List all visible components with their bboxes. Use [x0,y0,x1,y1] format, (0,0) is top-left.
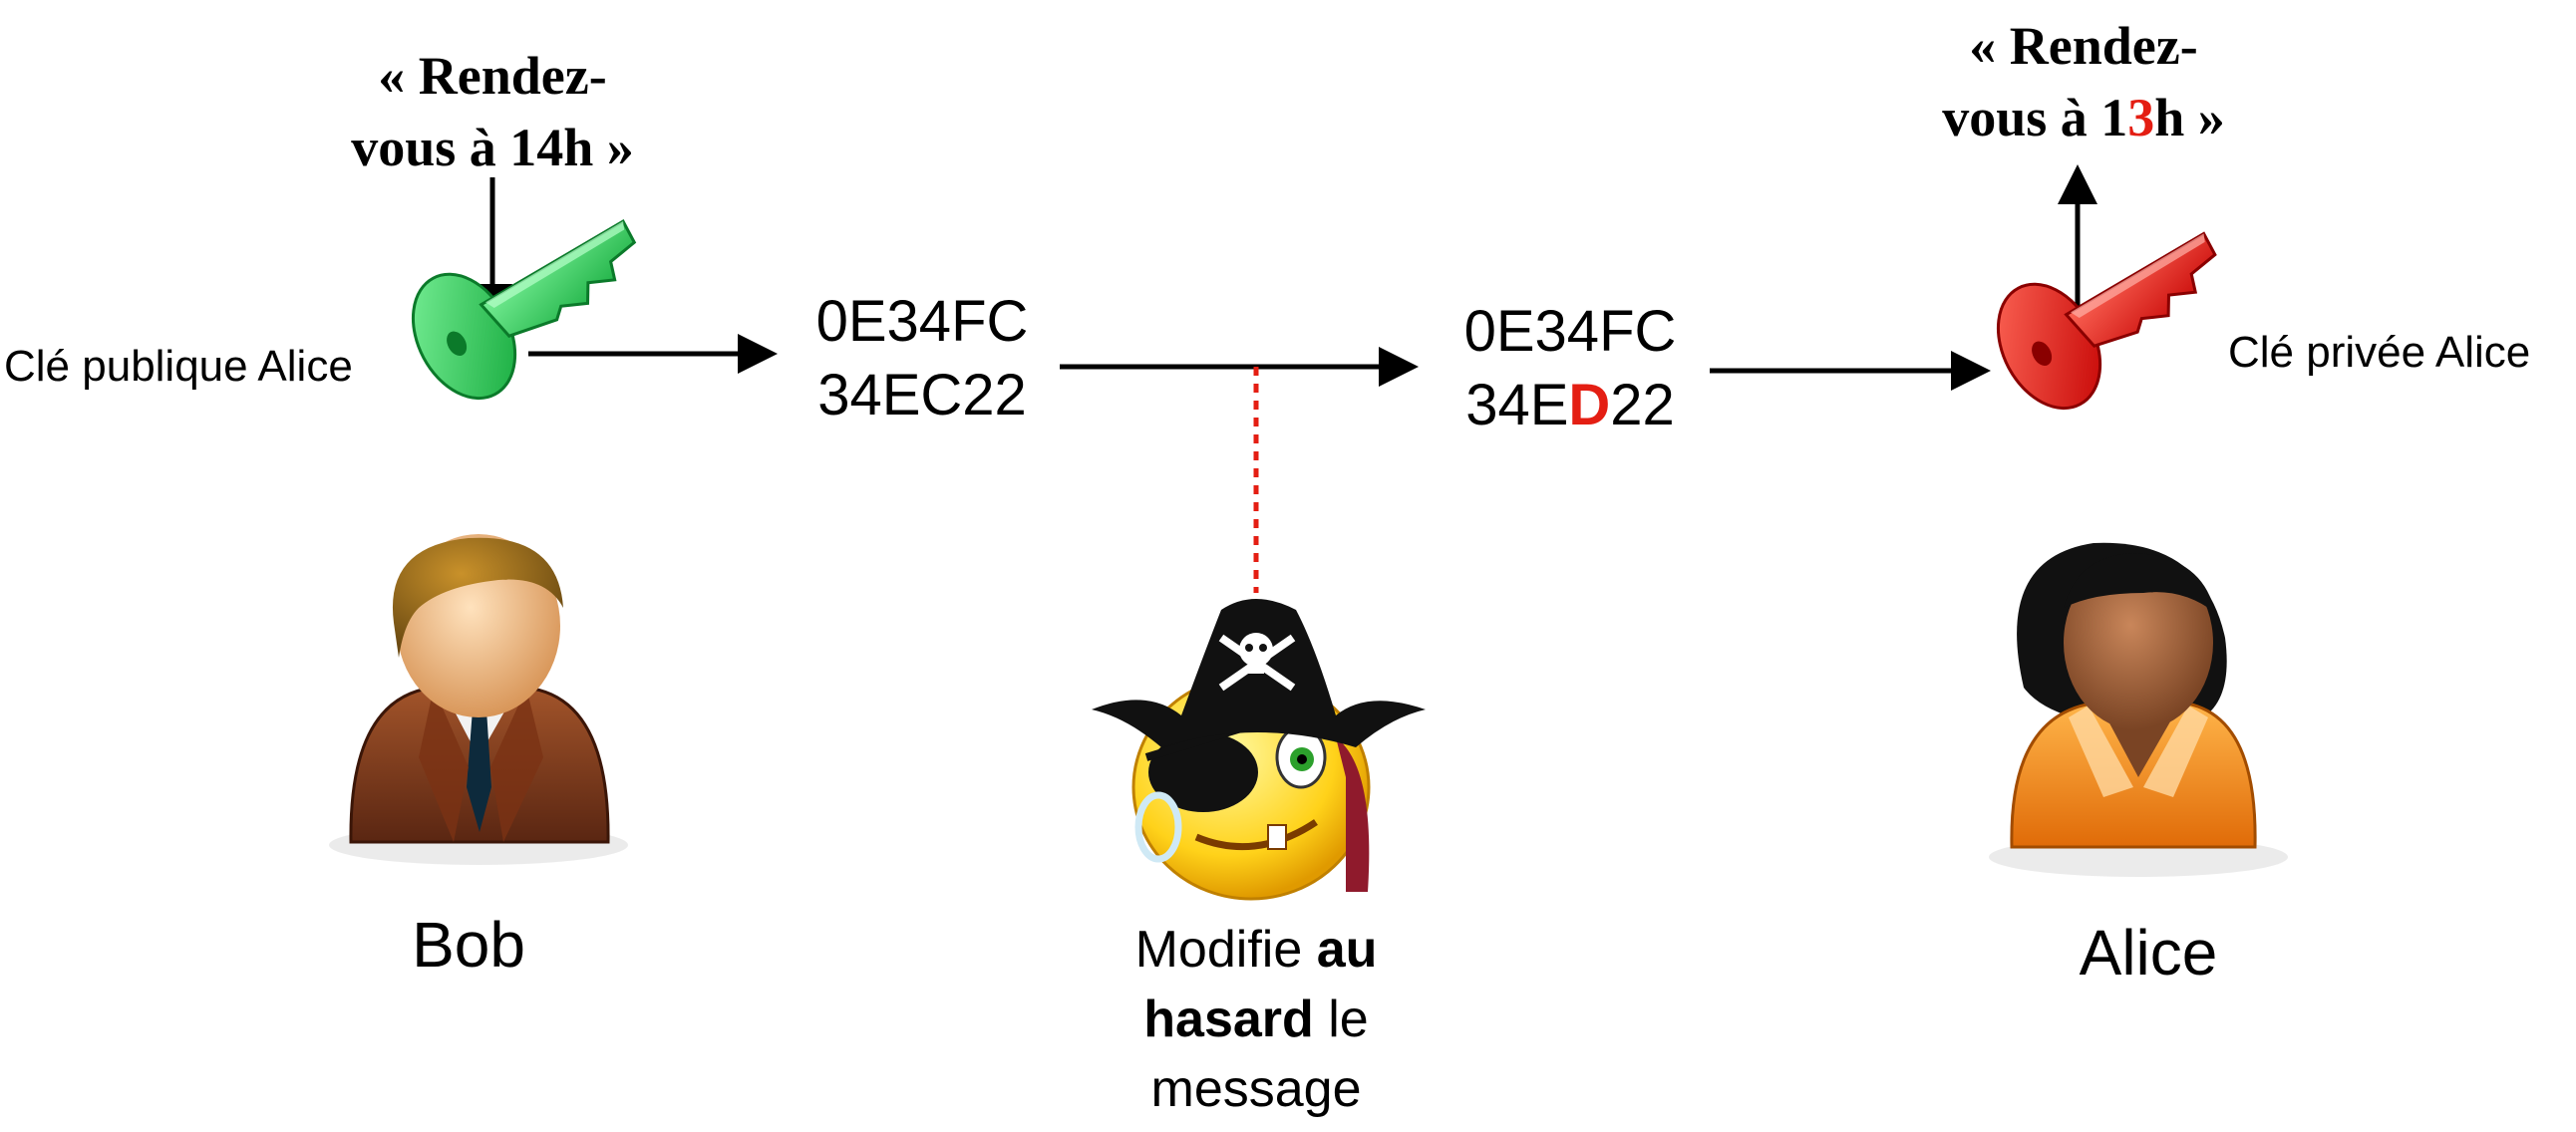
pirate-attacker-icon [1092,599,1426,901]
private-key-label: Clé privée Alice [2228,328,2531,377]
sender-plaintext-line2: vous à 14h » [351,118,634,177]
ciphertext-changed-char: D [1568,373,1611,437]
receiver-plaintext: « Rendez- vous à 13h » [1884,10,2283,153]
receiver-plaintext-line2: vous à 13h » [1884,82,2283,153]
ciphertext-received-line1: 0E34FC [1463,299,1677,364]
flow-arrows [473,164,2097,593]
attacker-caption: Modifie au hasard le message [1057,915,1455,1124]
bob-name: Bob [412,909,525,981]
ciphertext-sent: 0E34FC 34EC22 [758,285,1087,432]
public-key-icon [411,218,637,401]
receiver-plaintext-prefix: vous à 1 [1942,88,2128,147]
attacker-caption-line2: hasard le [1057,985,1455,1054]
sender-plaintext: « Rendez- vous à 14h » [293,40,692,183]
receiver-changed-digit: 3 [2127,88,2155,147]
ciphertext-received-line2: 34ED22 [1406,369,1735,442]
ciphertext-sent-line1: 0E34FC [815,289,1029,354]
attacker-caption-line1: Modifie au [1057,915,1455,985]
attacker-caption-line3: message [1150,1060,1362,1118]
bob-avatar-icon [329,534,628,865]
attacker-caption-bold2: hasard [1143,990,1314,1048]
attacker-caption-part2: le [1313,990,1369,1048]
ciphertext-received-prefix: 34E [1465,373,1569,437]
private-key-icon [1996,231,2217,411]
ciphertext-received-suffix: 22 [1610,373,1675,437]
public-key-label: Clé publique Alice [4,342,353,391]
ciphertext-sent-line2: 34EC22 [817,363,1027,427]
attacker-caption-part1: Modifie [1134,921,1317,979]
attacker-caption-bold1: au [1316,921,1378,979]
alice-name: Alice [2079,917,2218,989]
receiver-plaintext-suffix: h » [2154,88,2225,147]
alice-avatar-icon [1989,542,2288,877]
sender-plaintext-line1: « Rendez- [378,46,607,106]
receiver-plaintext-line1: « Rendez- [1969,16,2198,76]
ciphertext-received: 0E34FC 34ED22 [1406,295,1735,442]
